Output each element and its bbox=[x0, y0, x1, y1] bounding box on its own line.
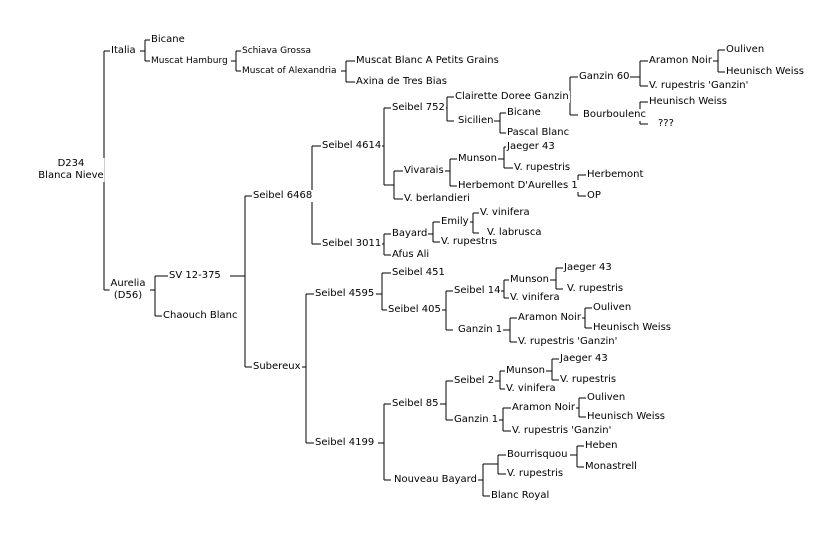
node-seibel-14: Seibel 14 bbox=[453, 285, 502, 297]
node-v-vinifera-1: V. vinifera bbox=[479, 207, 531, 219]
node-heunisch-weiss-2: Heunisch Weiss bbox=[648, 96, 729, 108]
node-seibel-4199: Seibel 4199 bbox=[314, 437, 376, 449]
node-ganzin-1-b: Ganzin 1 bbox=[453, 414, 500, 426]
node-nouveau-bayard: Nouveau Bayard bbox=[393, 474, 478, 486]
node-pascal-blanc: Pascal Blanc bbox=[506, 127, 571, 139]
node-munson-2: Munson bbox=[509, 274, 550, 286]
node-v-rupestris-5: V. rupestris bbox=[506, 468, 565, 480]
node-seibel-752: Seibel 752 bbox=[391, 102, 446, 114]
node-v-labrusca: V. labrusca bbox=[486, 227, 543, 239]
node-herbemont: Herbemont bbox=[586, 169, 645, 181]
node-seibel-405: Seibel 405 bbox=[387, 304, 442, 316]
node-vivarais: Vivarais bbox=[403, 165, 445, 177]
node-seibel-3011: Seibel 3011 bbox=[321, 238, 383, 250]
node-schiava-grossa: Schiava Grossa bbox=[241, 45, 312, 57]
node-muscat-blanc-petits-grains: Muscat Blanc A Petits Grains bbox=[355, 55, 500, 67]
node-ouliven-3: Ouliven bbox=[586, 392, 627, 404]
node-seibel-4614: Seibel 4614 bbox=[321, 140, 383, 152]
node-jaeger-43-1: Jaeger 43 bbox=[506, 141, 556, 153]
node-ganzin-1-a: Ganzin 1 bbox=[457, 324, 504, 336]
root-name: D234 bbox=[57, 158, 85, 169]
node-bourrisquou: Bourrisquou bbox=[506, 449, 569, 461]
node-v-rupestris-ganzin-3: V. rupestris 'Ganzin' bbox=[511, 425, 613, 437]
node-bayard: Bayard bbox=[391, 228, 429, 240]
node-axina-de-tres-bias: Axina de Tres Bias bbox=[355, 76, 448, 88]
node-heunisch-weiss-1: Heunisch Weiss bbox=[725, 66, 806, 78]
root-alias: Blanca Nieve bbox=[38, 170, 104, 181]
node-bourboulenc: Bourboulenc bbox=[582, 109, 647, 121]
node-heunisch-weiss-3: Heunisch Weiss bbox=[592, 322, 673, 334]
node-seibel-85: Seibel 85 bbox=[391, 398, 440, 410]
node-v-vinifera-2: V. vinifera bbox=[509, 292, 561, 304]
node-bicane-2: Bicane bbox=[506, 107, 542, 119]
node-v-rupestris-3: V. rupestris bbox=[566, 283, 625, 295]
node-sicilien: Sicilien bbox=[457, 115, 495, 127]
node-v-rupestris-4: V. rupestris bbox=[559, 374, 618, 386]
node-v-rupestris-ganzin-1: V. rupestris 'Ganzin' bbox=[648, 80, 750, 92]
node-emily: Emily bbox=[440, 216, 470, 228]
node-aramon-noir-1: Aramon Noir bbox=[648, 55, 713, 67]
root-node: D234 Blanca Nieve bbox=[37, 158, 105, 182]
node-aramon-noir-2: Aramon Noir bbox=[517, 312, 582, 324]
node-heben: Heben bbox=[584, 440, 619, 452]
node-blanc-royal: Blanc Royal bbox=[490, 490, 551, 502]
node-munson-1: Munson bbox=[457, 153, 498, 165]
node-afus-ali: Afus Ali bbox=[391, 249, 431, 261]
node-subereux: Subereux bbox=[252, 361, 302, 373]
node-seibel-451: Seibel 451 bbox=[391, 267, 446, 279]
node-sv-12-375: SV 12-375 bbox=[168, 270, 222, 282]
node-clairette-doree-ganzin: Clairette Doree Ganzin bbox=[454, 91, 570, 103]
node-chaouch-blanc: Chaouch Blanc bbox=[162, 310, 239, 322]
node-heunisch-weiss-4: Heunisch Weiss bbox=[586, 411, 667, 423]
node-muscat-hamburg: Muscat Hamburg bbox=[150, 55, 229, 67]
node-jaeger-43-3: Jaeger 43 bbox=[559, 353, 609, 365]
node-jaeger-43-2: Jaeger 43 bbox=[563, 262, 613, 274]
node-v-vinifera-3: V. vinifera bbox=[505, 383, 557, 395]
node-op: OP bbox=[586, 190, 602, 202]
aurelia-alias: (D56) bbox=[113, 290, 143, 301]
node-munson-3: Munson bbox=[505, 365, 546, 377]
node-ganzin-60: Ganzin 60 bbox=[578, 71, 631, 83]
node-v-rupestris-2: V. rupestris bbox=[440, 236, 499, 248]
node-herbemont-daurelles: Herbemont D'Aurelles 1 bbox=[457, 180, 579, 192]
aurelia-name: Aurelia bbox=[110, 278, 146, 289]
node-italia: Italia bbox=[110, 45, 137, 57]
node-seibel-6468: Seibel 6468 bbox=[252, 190, 314, 202]
node-seibel-4595: Seibel 4595 bbox=[314, 288, 376, 300]
node-v-berlandieri: V. berlandieri bbox=[403, 193, 471, 205]
node-seibel-2: Seibel 2 bbox=[453, 375, 496, 387]
node-ouliven-1: Ouliven bbox=[725, 44, 766, 56]
node-muscat-of-alexandria: Muscat of Alexandria bbox=[241, 65, 338, 77]
node-aurelia: Aurelia (D56) bbox=[109, 278, 147, 302]
node-unknown-parent: ??? bbox=[657, 118, 675, 130]
node-ouliven-2: Ouliven bbox=[592, 302, 633, 314]
node-bicane-1: Bicane bbox=[150, 34, 186, 46]
node-aramon-noir-3: Aramon Noir bbox=[511, 402, 576, 414]
node-monastrell: Monastrell bbox=[584, 461, 638, 473]
node-v-rupestris-1: V. rupestris bbox=[513, 162, 572, 174]
node-v-rupestris-ganzin-2: V. rupestris 'Ganzin' bbox=[517, 336, 619, 348]
